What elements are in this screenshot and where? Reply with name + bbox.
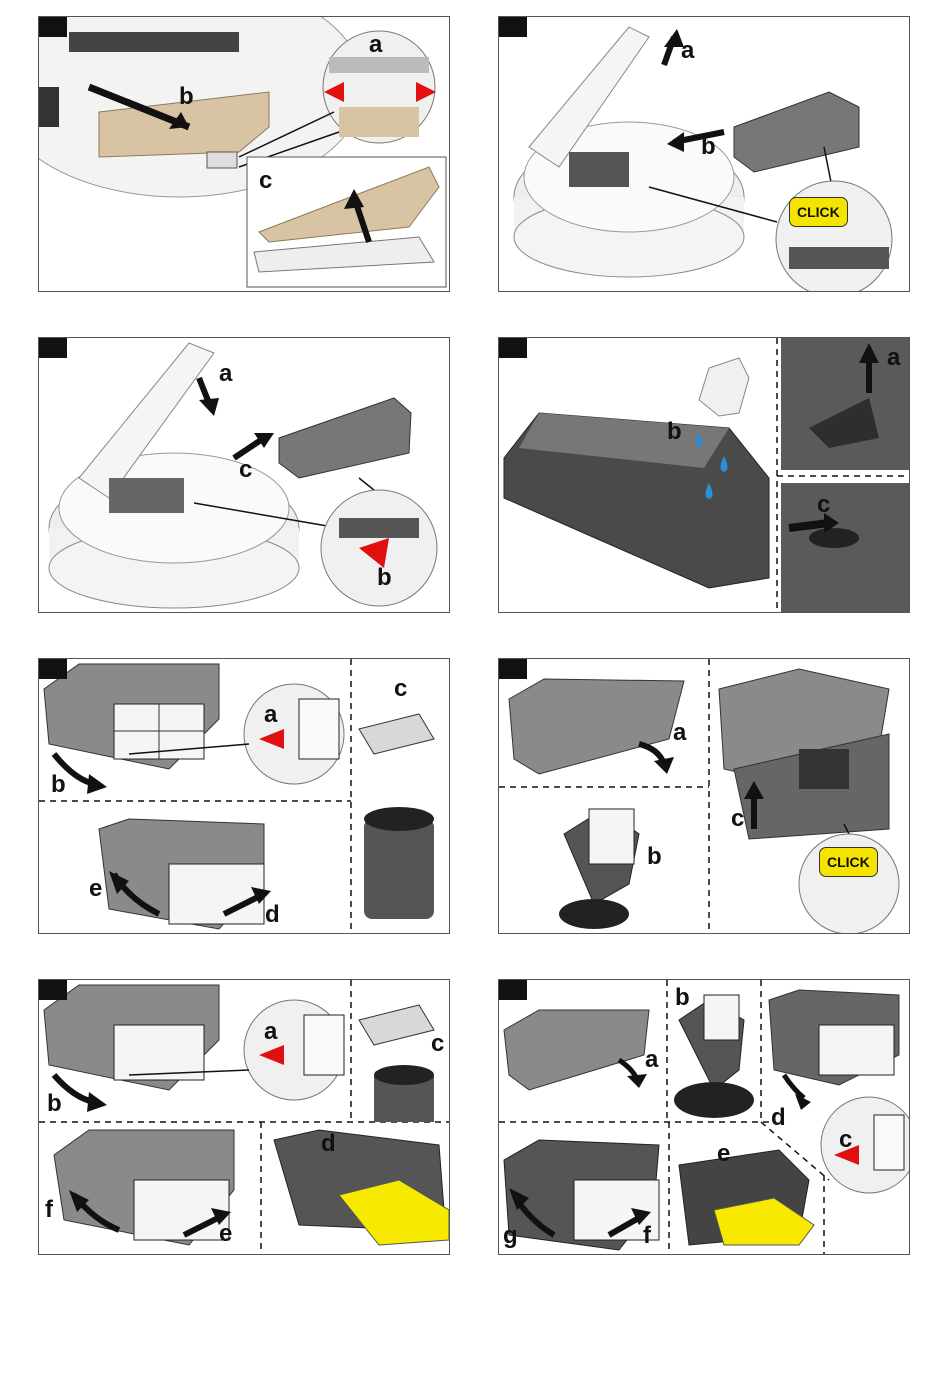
step-badge — [499, 659, 527, 679]
label-f: f — [45, 1198, 53, 1222]
label-a: a — [264, 1020, 277, 1044]
label-b: b — [675, 986, 690, 1010]
label-a: a — [264, 703, 277, 727]
label-a: a — [645, 1048, 658, 1072]
label-e: e — [219, 1222, 232, 1246]
step-badge — [39, 659, 67, 679]
label-c: c — [817, 493, 830, 517]
label-b: b — [667, 420, 682, 444]
step-panel-2: a b CLICK — [498, 16, 910, 292]
label-b: b — [701, 135, 716, 159]
label-c: c — [394, 677, 407, 701]
step-badge — [39, 338, 67, 358]
label-a: a — [369, 33, 382, 57]
label-c: c — [839, 1128, 852, 1152]
step-panel-8: a b c d e f g — [498, 979, 910, 1255]
label-a: a — [673, 721, 686, 745]
label-e: e — [717, 1142, 730, 1166]
step-panel-6: a b c CLICK — [498, 658, 910, 934]
label-c: c — [731, 807, 744, 831]
label-b: b — [179, 85, 194, 109]
filter-wipe-illustration — [39, 980, 450, 1255]
step-panel-5: a b c d e — [38, 658, 450, 934]
label-b: b — [377, 566, 392, 590]
label-c: c — [239, 458, 252, 482]
label-b: b — [51, 773, 66, 797]
step-badge — [499, 338, 527, 358]
label-e: e — [89, 877, 102, 901]
label-b: b — [47, 1092, 62, 1116]
label-d: d — [771, 1106, 786, 1130]
filter-full-service-illustration — [499, 980, 910, 1255]
step-badge — [39, 980, 67, 1000]
label-c: c — [431, 1032, 444, 1056]
label-d: d — [265, 903, 280, 927]
label-a: a — [219, 362, 232, 386]
step-badge — [499, 980, 527, 1000]
step-panel-3: a b c — [38, 337, 450, 613]
step-panel-1: a b c — [38, 16, 450, 292]
filter-cartridge-illustration — [499, 659, 910, 934]
click-callout: CLICK — [789, 197, 848, 227]
click-callout: CLICK — [819, 847, 878, 877]
label-f: f — [643, 1224, 651, 1248]
label-d: d — [321, 1132, 336, 1156]
robot-mop-removal-illustration — [39, 17, 450, 292]
label-g: g — [503, 1224, 518, 1248]
step-badge — [39, 17, 67, 37]
label-c: c — [259, 169, 272, 193]
label-b: b — [647, 845, 662, 869]
label-a: a — [887, 346, 900, 370]
water-tank-fill-illustration — [499, 338, 910, 613]
step-panel-4: a b c — [498, 337, 910, 613]
step-panel-7: a b c d e f — [38, 979, 450, 1255]
step-badge — [499, 17, 527, 37]
label-a: a — [681, 39, 694, 63]
